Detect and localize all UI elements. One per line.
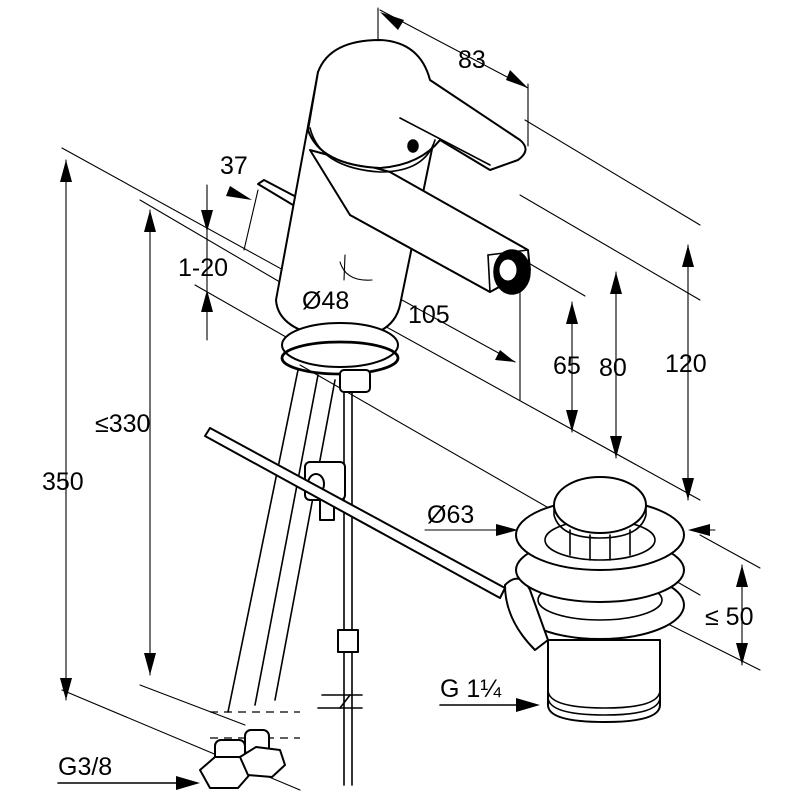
label-lever-height: 120 xyxy=(665,350,707,378)
dimension-lines xyxy=(57,7,761,791)
label-deck-thickness: 1-20 xyxy=(178,254,228,282)
indicator-dot xyxy=(407,139,419,153)
base-flange xyxy=(281,322,399,368)
dimension-labels: 83 37 1-20 Ø48 105 65 80 120 ≤330 350 Ø6… xyxy=(42,46,753,781)
waste-linkage xyxy=(504,577,549,651)
label-spout-top-height: 80 xyxy=(599,354,627,382)
label-hose-length: ≤330 xyxy=(95,410,150,438)
lever-handle xyxy=(307,39,527,171)
flexible-hose-left xyxy=(227,369,299,713)
label-handle-length: 83 xyxy=(458,46,486,74)
faucet xyxy=(257,39,531,340)
label-spout-reach: 105 xyxy=(408,301,450,329)
waste-cage xyxy=(569,529,631,561)
label-total-height: 350 xyxy=(42,468,84,496)
label-waste-thread: G 1¼ xyxy=(440,675,502,703)
label-waste-height: ≤ 50 xyxy=(705,603,753,631)
label-spout-height: 65 xyxy=(553,352,581,380)
base-and-hoses xyxy=(199,322,506,789)
label-tail-pin: 37 xyxy=(220,152,248,180)
flexible-hose-mid xyxy=(254,374,319,706)
hex-nut-2 xyxy=(239,746,286,778)
horizontal-pull-rod xyxy=(204,427,506,599)
pop-up-waste xyxy=(504,476,685,723)
dim-line-83 xyxy=(379,9,529,89)
label-body-diameter: Ø48 xyxy=(302,287,349,315)
label-waste-diameter: Ø63 xyxy=(427,501,474,529)
label-supply-thread: G3/8 xyxy=(58,753,112,781)
waste-tailpiece xyxy=(547,639,661,723)
waste-plug xyxy=(553,476,647,534)
